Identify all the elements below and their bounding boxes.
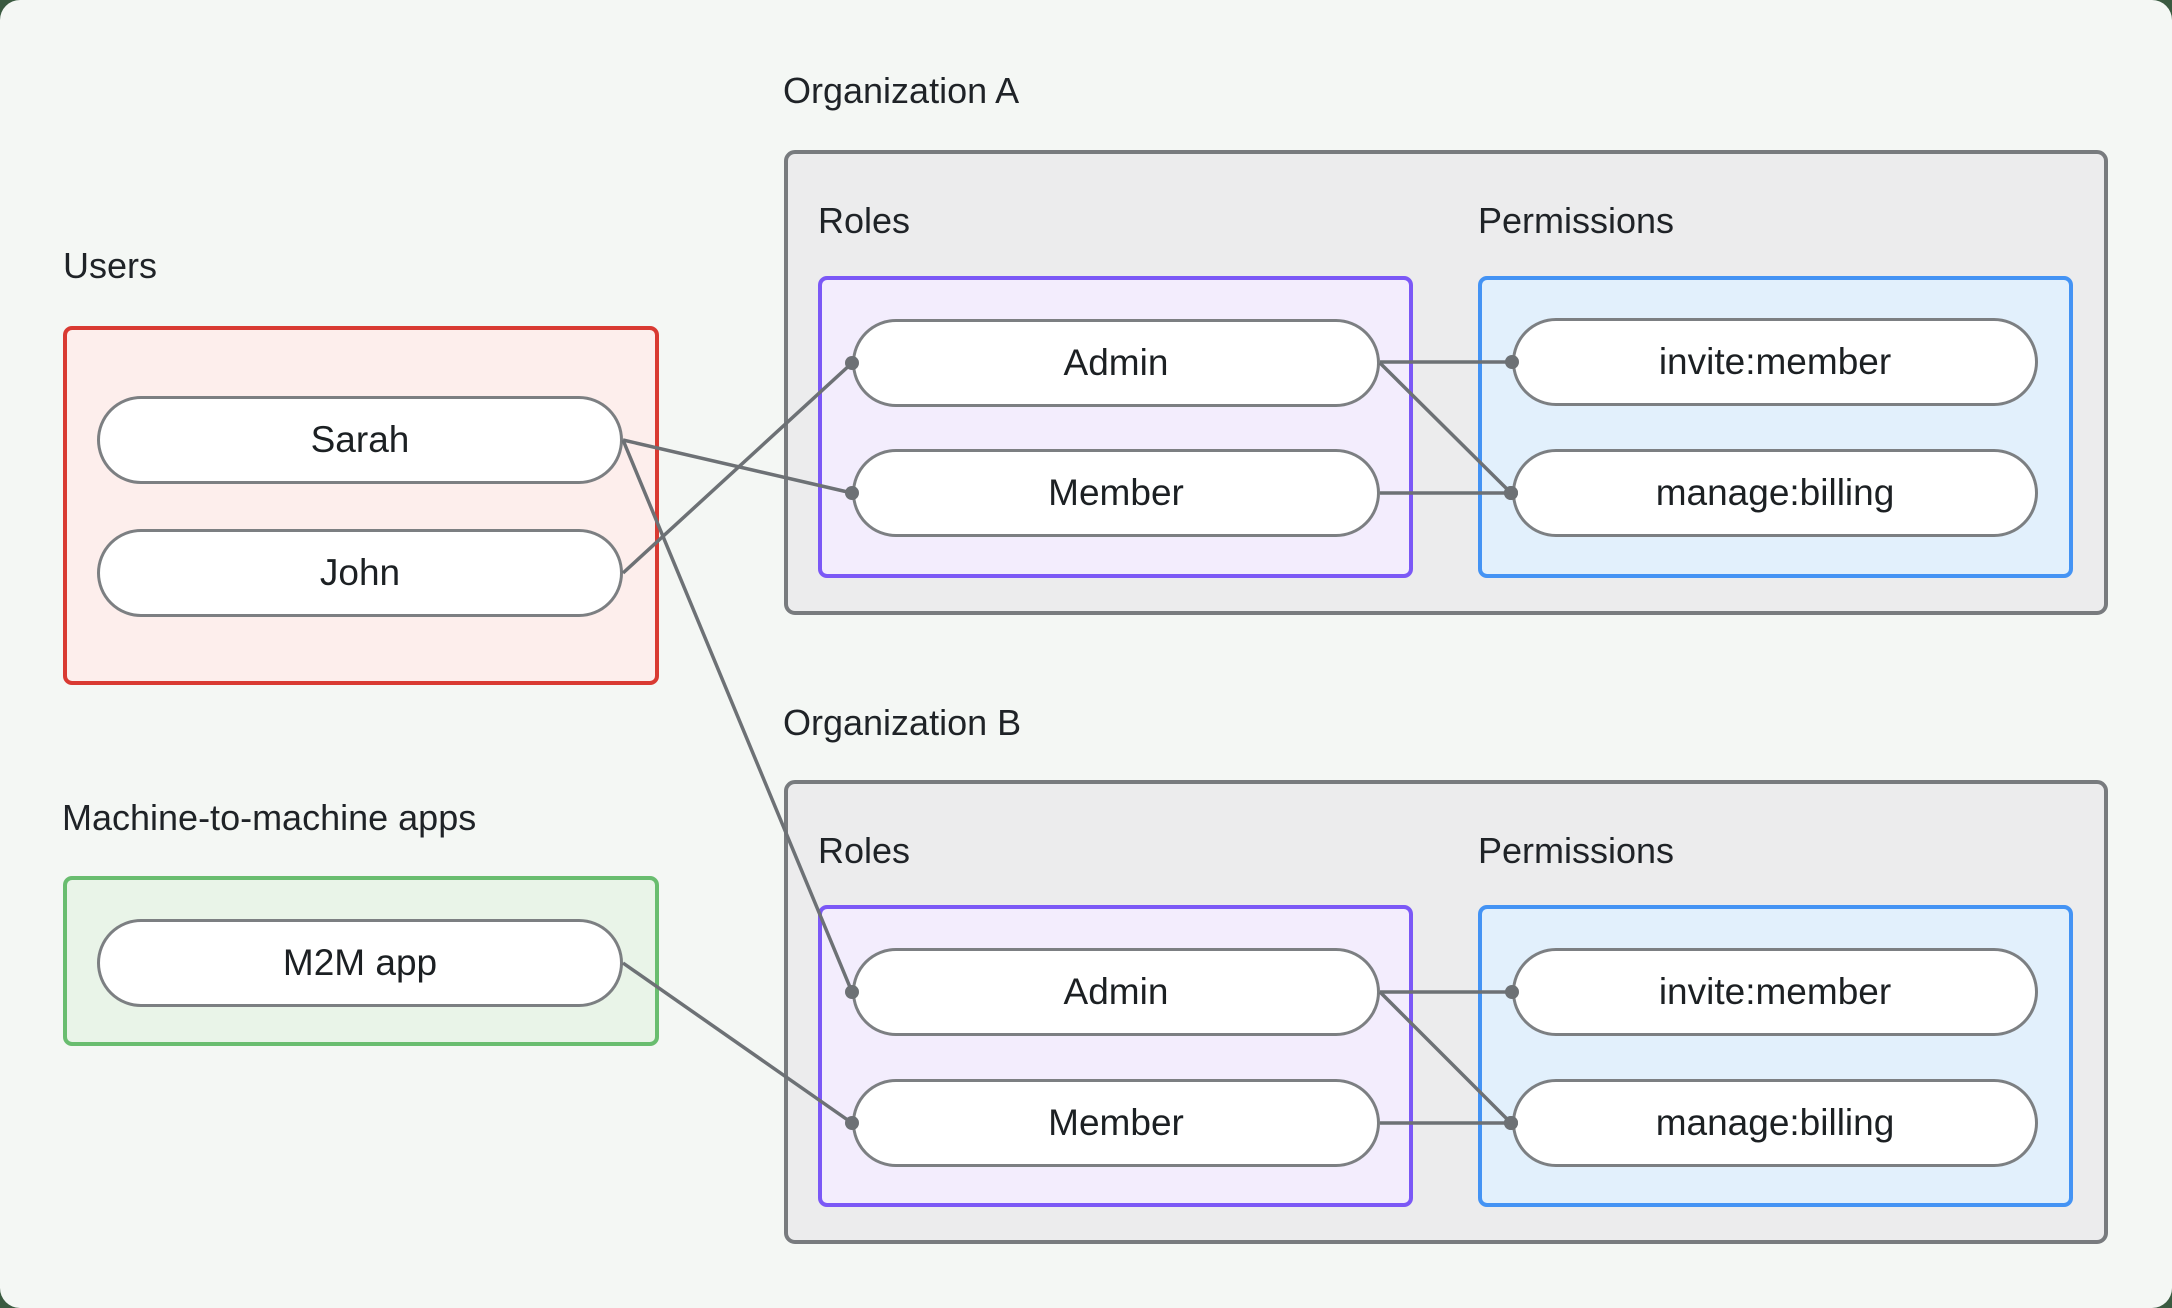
- org-b-permission-invite-member-pill: invite:member: [1512, 948, 2038, 1036]
- org-a-title: Organization A: [783, 70, 1020, 111]
- users-group-box: [63, 326, 659, 685]
- m2m-app-pill: M2M app: [97, 919, 623, 1007]
- org-a-permission-manage-billing-pill: manage:billing: [1512, 449, 2038, 537]
- org-b-permissions-label: Permissions: [1478, 830, 1675, 871]
- org-b-role-member-pill: Member: [852, 1079, 1380, 1167]
- users-group-label: Users: [63, 245, 158, 286]
- org-a-permissions-label: Permissions: [1478, 200, 1675, 241]
- org-a-role-member-pill: Member: [852, 449, 1380, 537]
- org-b-roles-label: Roles: [818, 830, 911, 871]
- org-a-permission-invite-member-pill: invite:member: [1512, 318, 2038, 406]
- user-pill-john: John: [97, 529, 623, 617]
- org-b-title: Organization B: [783, 702, 1022, 743]
- user-pill-sarah: Sarah: [97, 396, 623, 484]
- m2m-group-label: Machine-to-machine apps: [62, 797, 477, 838]
- org-b-permission-manage-billing-pill: manage:billing: [1512, 1079, 2038, 1167]
- org-a-role-admin-pill: Admin: [852, 319, 1380, 407]
- org-a-roles-label: Roles: [818, 200, 911, 241]
- org-b-role-admin-pill: Admin: [852, 948, 1380, 1036]
